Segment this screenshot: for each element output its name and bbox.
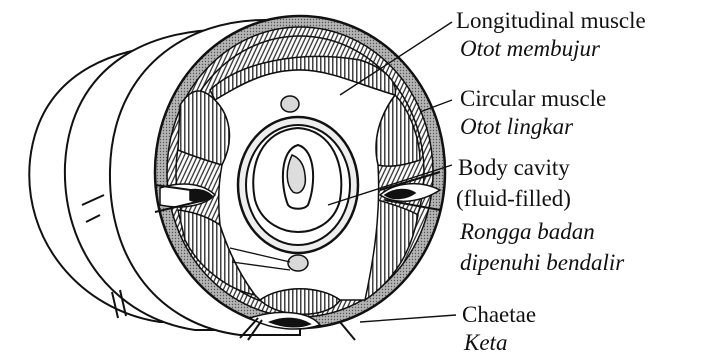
label-longitudinal-muscle: Longitudinal muscle — [456, 8, 646, 34]
label-dipenuhi-bendalir: dipenuhi bendalir — [460, 250, 624, 276]
leader-chaetae — [360, 315, 456, 322]
label-otot-lingkar: Otot lingkar — [460, 114, 573, 140]
label-rongga-badan: Rongga badan — [460, 219, 595, 245]
label-circular-muscle: Circular muscle — [460, 86, 606, 112]
label-fluid-filled: (fluid-filled) — [456, 186, 571, 212]
label-keta: Keta — [464, 330, 507, 356]
label-chaetae: Chaetae — [462, 302, 536, 328]
label-otot-membujur: Otot membujur — [460, 36, 600, 62]
ventral-nerve-cord — [288, 255, 308, 271]
label-body-cavity: Body cavity — [458, 155, 570, 181]
dorsal-vessel — [281, 96, 299, 112]
